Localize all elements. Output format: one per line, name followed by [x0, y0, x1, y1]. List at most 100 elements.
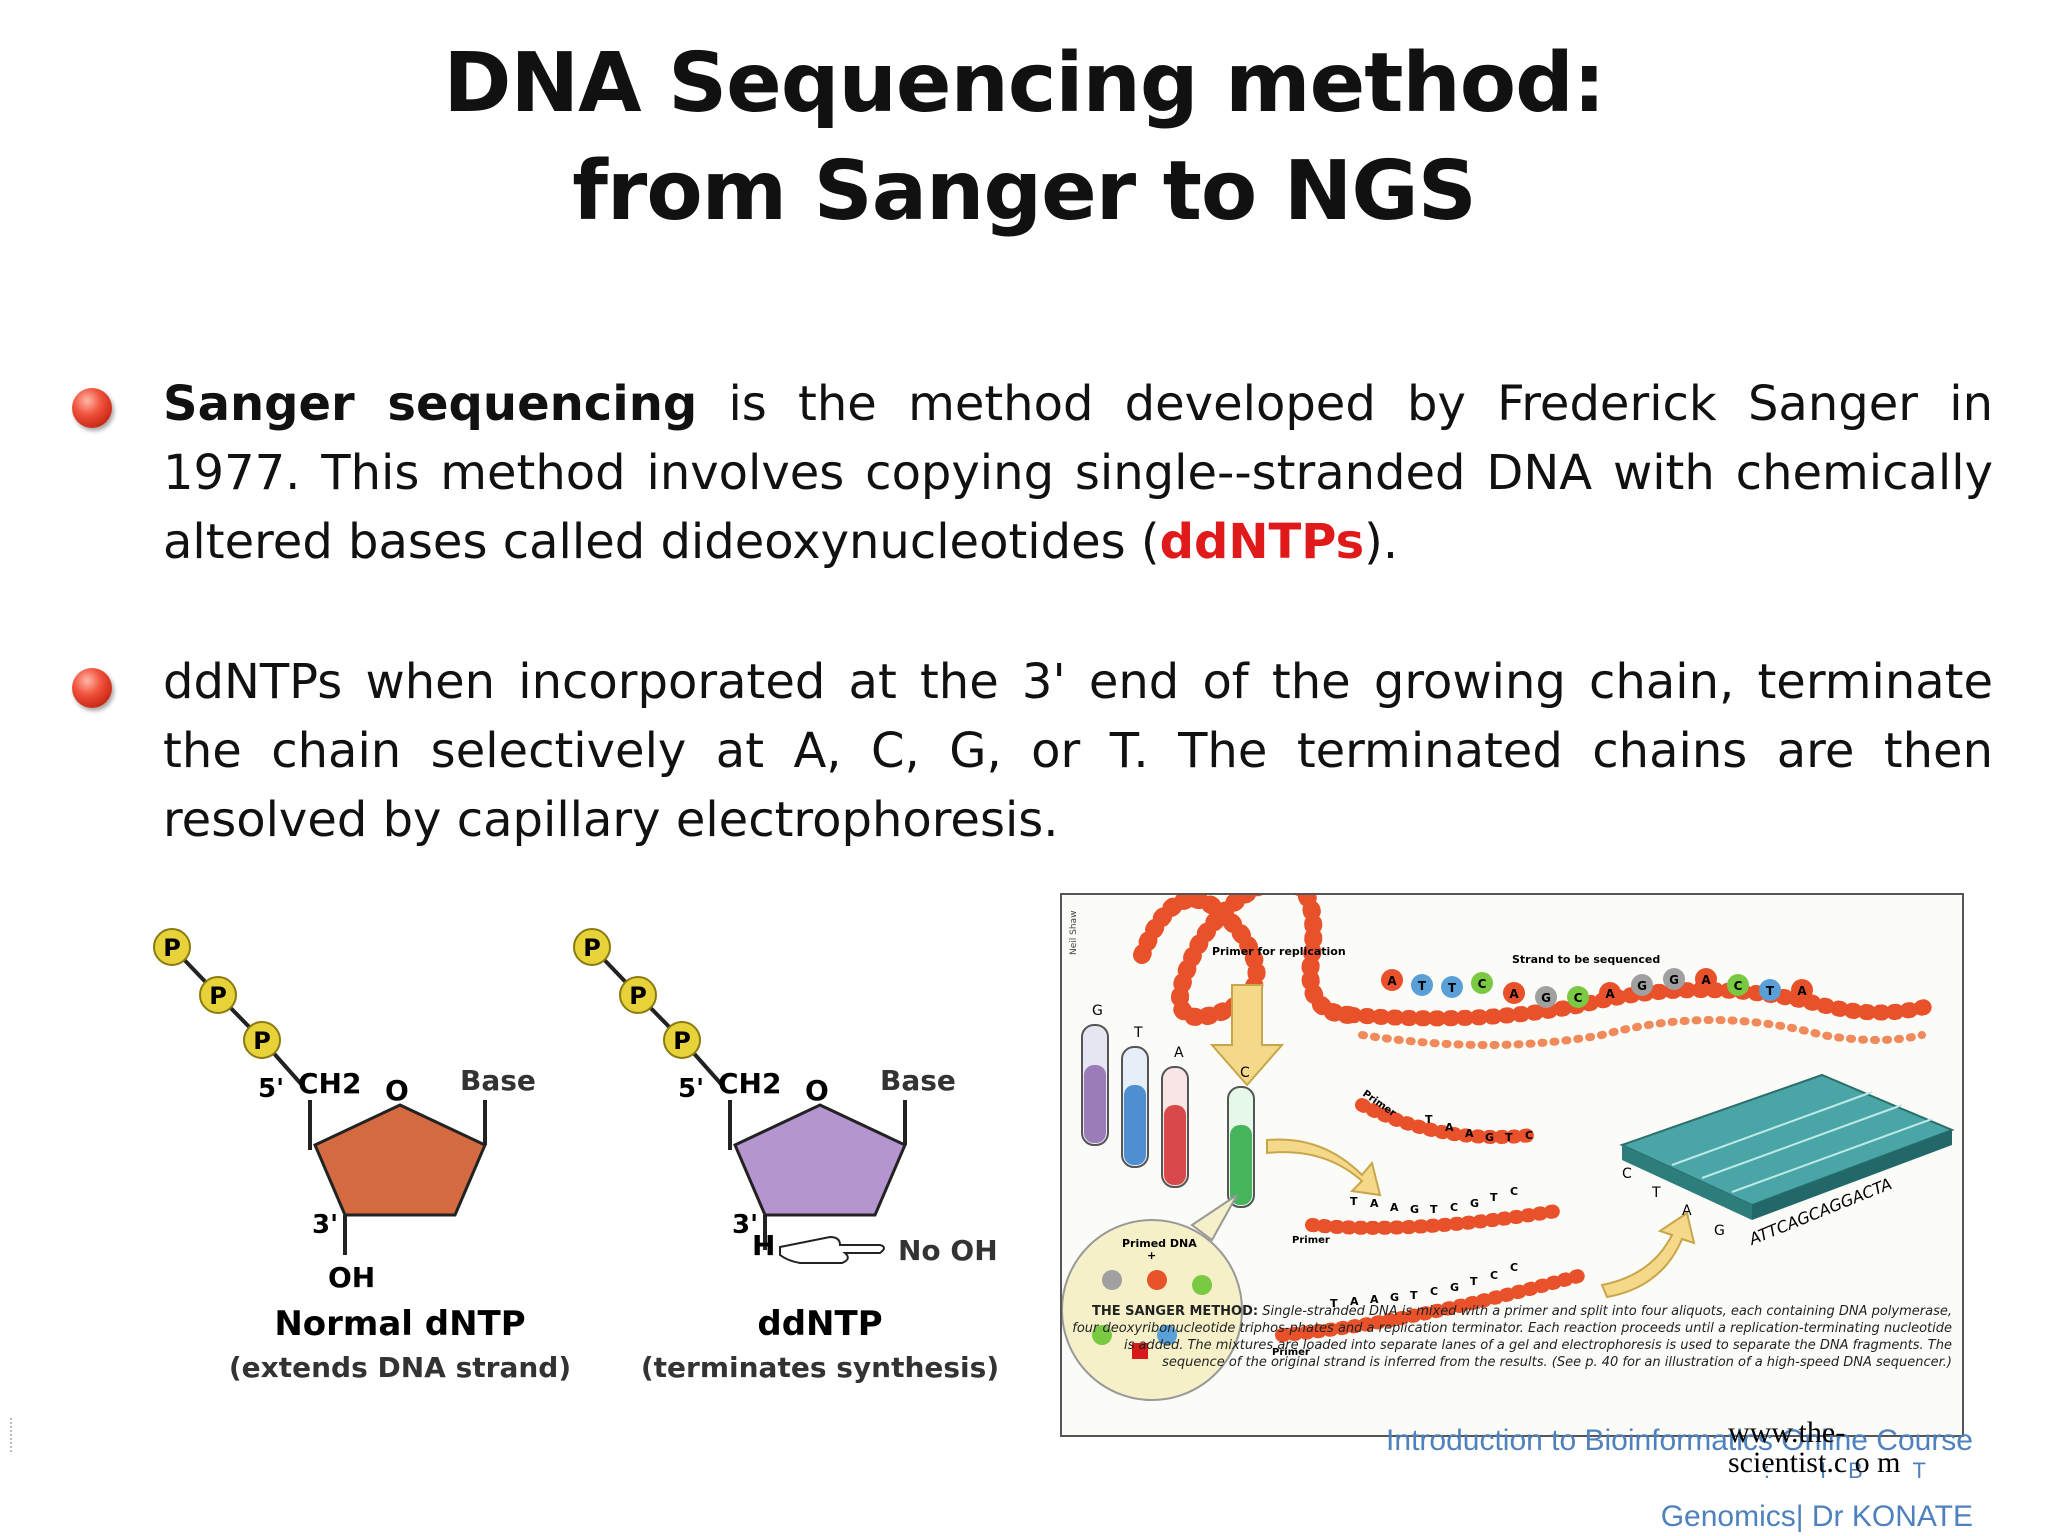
- phosphate-label: P: [673, 1027, 691, 1055]
- chain-base: T: [1490, 1191, 1498, 1204]
- slide-title: DNA Sequencing method: from Sanger to NG…: [0, 30, 2048, 246]
- tube-label: A: [1174, 1045, 1184, 1061]
- footer-ibt: : IB T: [1763, 1458, 1948, 1483]
- chain-base: A: [1390, 1201, 1399, 1214]
- test-tubes: G T A C: [1081, 1003, 1255, 1208]
- base-bead: A: [1509, 987, 1519, 1001]
- title-line-2: from Sanger to NGS: [572, 144, 1477, 239]
- dntp-structure-diagram: P P P 5' CH2 O Base 3' OH Normal dNTP (e…: [153, 928, 999, 1384]
- sanger-method-diagram: Neil Shaw Primer for replication Strand …: [1061, 872, 1955, 1401]
- tube-label: T: [1133, 1025, 1143, 1041]
- base-bead: T: [1418, 979, 1427, 993]
- base-bead: A: [1387, 974, 1397, 988]
- chain-base: A: [1465, 1127, 1474, 1140]
- base-bead: C: [1478, 977, 1487, 991]
- dd-sugar-ring: 5' CH2 O Base 3' H No OH: [678, 1064, 998, 1267]
- base-bead: G: [1541, 991, 1551, 1005]
- base-bead: A: [1701, 973, 1711, 987]
- ddntp-caption: ddNTP: [757, 1304, 882, 1344]
- phosphate-ball: [153, 928, 191, 966]
- chain-base: C: [1490, 1269, 1498, 1282]
- title-line-1: DNA Sequencing method:: [443, 36, 1605, 131]
- base-bead: C: [1734, 979, 1743, 993]
- edge-marker: [10, 1418, 14, 1452]
- ddntp-subcaption: (terminates synthesis): [641, 1351, 999, 1384]
- phosphate-label: P: [629, 982, 647, 1010]
- phosphate-label: P: [163, 934, 181, 962]
- base-label: Base: [460, 1064, 536, 1097]
- chain-base: T: [1410, 1289, 1418, 1302]
- paragraph-text-end: ).: [1364, 514, 1399, 570]
- chain-base: T: [1505, 1131, 1513, 1144]
- normal-dntp-subcaption: (extends DNA strand): [229, 1351, 571, 1384]
- three-prime-label: 3': [312, 1210, 338, 1240]
- dd-phosphate-chain: P P P: [573, 928, 724, 1087]
- pointing-hand-icon: [779, 1235, 885, 1264]
- bullet-icon: [72, 388, 112, 428]
- phosphate-label: P: [583, 934, 601, 962]
- ddntps-highlight: ddNTPs: [1159, 514, 1365, 570]
- phosphate-ball: [573, 928, 611, 966]
- chain-base: C: [1525, 1129, 1533, 1142]
- artist-credit: Neil Shaw: [1069, 911, 1079, 955]
- base-bead: G: [1669, 973, 1679, 987]
- dntp-comparison-figure: P P P 5' CH2 O Base 3' OH Normal dNTP (e…: [140, 915, 1020, 1385]
- paragraph-text: is the method developed by Frederick San…: [163, 376, 1993, 570]
- phosphate-ball: [243, 1021, 281, 1059]
- no-oh-label: No OH: [898, 1234, 998, 1267]
- base-bead: G: [1637, 979, 1647, 993]
- chain-base: G: [1390, 1291, 1399, 1304]
- chain-base: T: [1430, 1203, 1438, 1216]
- five-prime-label: 5': [678, 1074, 704, 1104]
- bullet-paragraph-ddntps: ddNTPs when incorporated at the 3' end o…: [163, 654, 1993, 848]
- chain-base: G: [1485, 1131, 1494, 1144]
- base-bead: T: [1448, 981, 1457, 995]
- ch2-label: CH2: [718, 1067, 781, 1100]
- base-bead: C: [1574, 991, 1583, 1005]
- phosphate-ball: [199, 976, 237, 1014]
- ring-oxygen-label: O: [385, 1074, 409, 1107]
- footer-course-title: Introduction to Bioinformatics Online Co…: [1386, 1424, 1973, 1457]
- ring-oxygen-label: O: [805, 1074, 829, 1107]
- lane-letter: T: [1651, 1185, 1661, 1201]
- normal-phosphate-chain: P P P: [153, 928, 304, 1087]
- phosphate-label: P: [253, 1027, 271, 1055]
- down-arrow-icon: [1209, 984, 1285, 1087]
- caption-body: Single-stranded DNA is mixed with a prim…: [1072, 1304, 1952, 1370]
- chain-base: C: [1430, 1285, 1438, 1298]
- figure-caption: THE SANGER METHOD: Single-stranded DNA i…: [1072, 1304, 1952, 1370]
- h-label: H: [752, 1229, 775, 1262]
- base-bead: A: [1605, 987, 1615, 1001]
- five-prime-label: 5': [258, 1074, 284, 1104]
- tube-label: G: [1092, 1003, 1103, 1019]
- chain-base: C: [1450, 1201, 1458, 1214]
- ch2-label: CH2: [298, 1067, 361, 1100]
- terminated-chains: Primer T A A G T C Primer T A A G T C G …: [1272, 1088, 1589, 1358]
- lane-letter: A: [1682, 1203, 1692, 1219]
- caption-heading: THE SANGER METHOD:: [1091, 1304, 1259, 1319]
- chain-base: G: [1470, 1197, 1479, 1210]
- dna-helix: [1133, 872, 1940, 1049]
- sanger-method-figure: Neil Shaw Primer for replication Strand …: [1060, 872, 1964, 1437]
- primed-dna-bubble: Primed DNA +: [1061, 1194, 1243, 1401]
- template-bases: A T T C A G C A G G A C T A: [1381, 968, 1813, 1008]
- bold-lead: Sanger sequencing: [163, 376, 698, 432]
- tube-label: C: [1240, 1065, 1250, 1081]
- chain-base: T: [1350, 1195, 1358, 1208]
- phosphate-ball: [619, 976, 657, 1014]
- chain-base: A: [1445, 1121, 1454, 1134]
- primer-label: Primer: [1272, 1347, 1310, 1358]
- chain-base: T: [1470, 1275, 1478, 1288]
- normal-sugar-ring: 5' CH2 O Base 3' OH: [258, 1064, 536, 1294]
- chain-base: T: [1330, 1297, 1338, 1310]
- base-bead: T: [1766, 984, 1775, 998]
- bullet-icon: [72, 668, 112, 708]
- base-bead: A: [1797, 984, 1807, 998]
- phosphate-label: P: [209, 982, 227, 1010]
- credit-line-1: www.the-: [1728, 1416, 1846, 1449]
- credit-line-2: scientist.c o m: [1728, 1446, 1901, 1479]
- chain-base: A: [1370, 1293, 1379, 1306]
- lane-letter: C: [1622, 1166, 1632, 1182]
- chain-base: G: [1410, 1203, 1419, 1216]
- chain-base: C: [1510, 1185, 1518, 1198]
